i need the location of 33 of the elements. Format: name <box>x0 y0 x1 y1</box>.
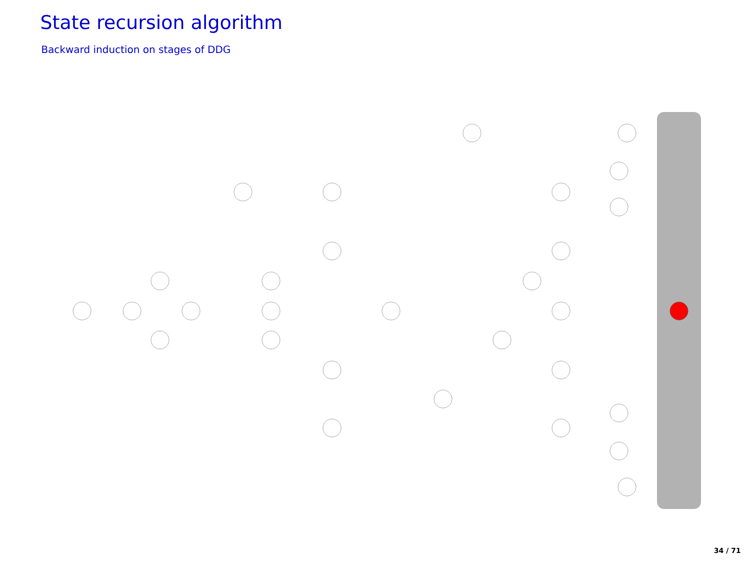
slide-title: State recursion algorithm <box>41 14 281 33</box>
active-state-circle <box>670 302 688 320</box>
state-circle <box>234 182 252 202</box>
state-circle <box>322 242 342 260</box>
state-circle <box>552 182 570 202</box>
state-circle <box>150 272 170 290</box>
state-circle <box>182 302 200 320</box>
state-circle <box>610 198 628 216</box>
state-circle <box>72 302 92 320</box>
state-circle <box>382 302 400 320</box>
state-circle <box>552 302 570 320</box>
state-circle <box>618 124 636 142</box>
state-circle <box>262 330 280 350</box>
state-circle <box>610 162 628 180</box>
state-circle <box>610 442 628 460</box>
state-circle <box>492 330 512 350</box>
state-circle <box>522 272 542 290</box>
state-circle <box>122 302 142 320</box>
state-circle <box>610 404 628 422</box>
state-circle <box>150 330 170 350</box>
state-circle <box>322 418 342 438</box>
state-circle <box>618 478 636 496</box>
state-circle <box>434 390 452 408</box>
slide-subtitle: Backward induction on stages of DDG <box>42 45 230 56</box>
state-circle <box>552 242 570 260</box>
state-circle <box>262 272 280 290</box>
stage-bar <box>657 112 701 509</box>
state-circle <box>262 302 280 320</box>
state-circle <box>322 360 342 380</box>
state-circle <box>322 182 342 202</box>
state-circle <box>462 124 482 142</box>
state-circle <box>552 360 570 380</box>
state-circle <box>552 418 570 438</box>
